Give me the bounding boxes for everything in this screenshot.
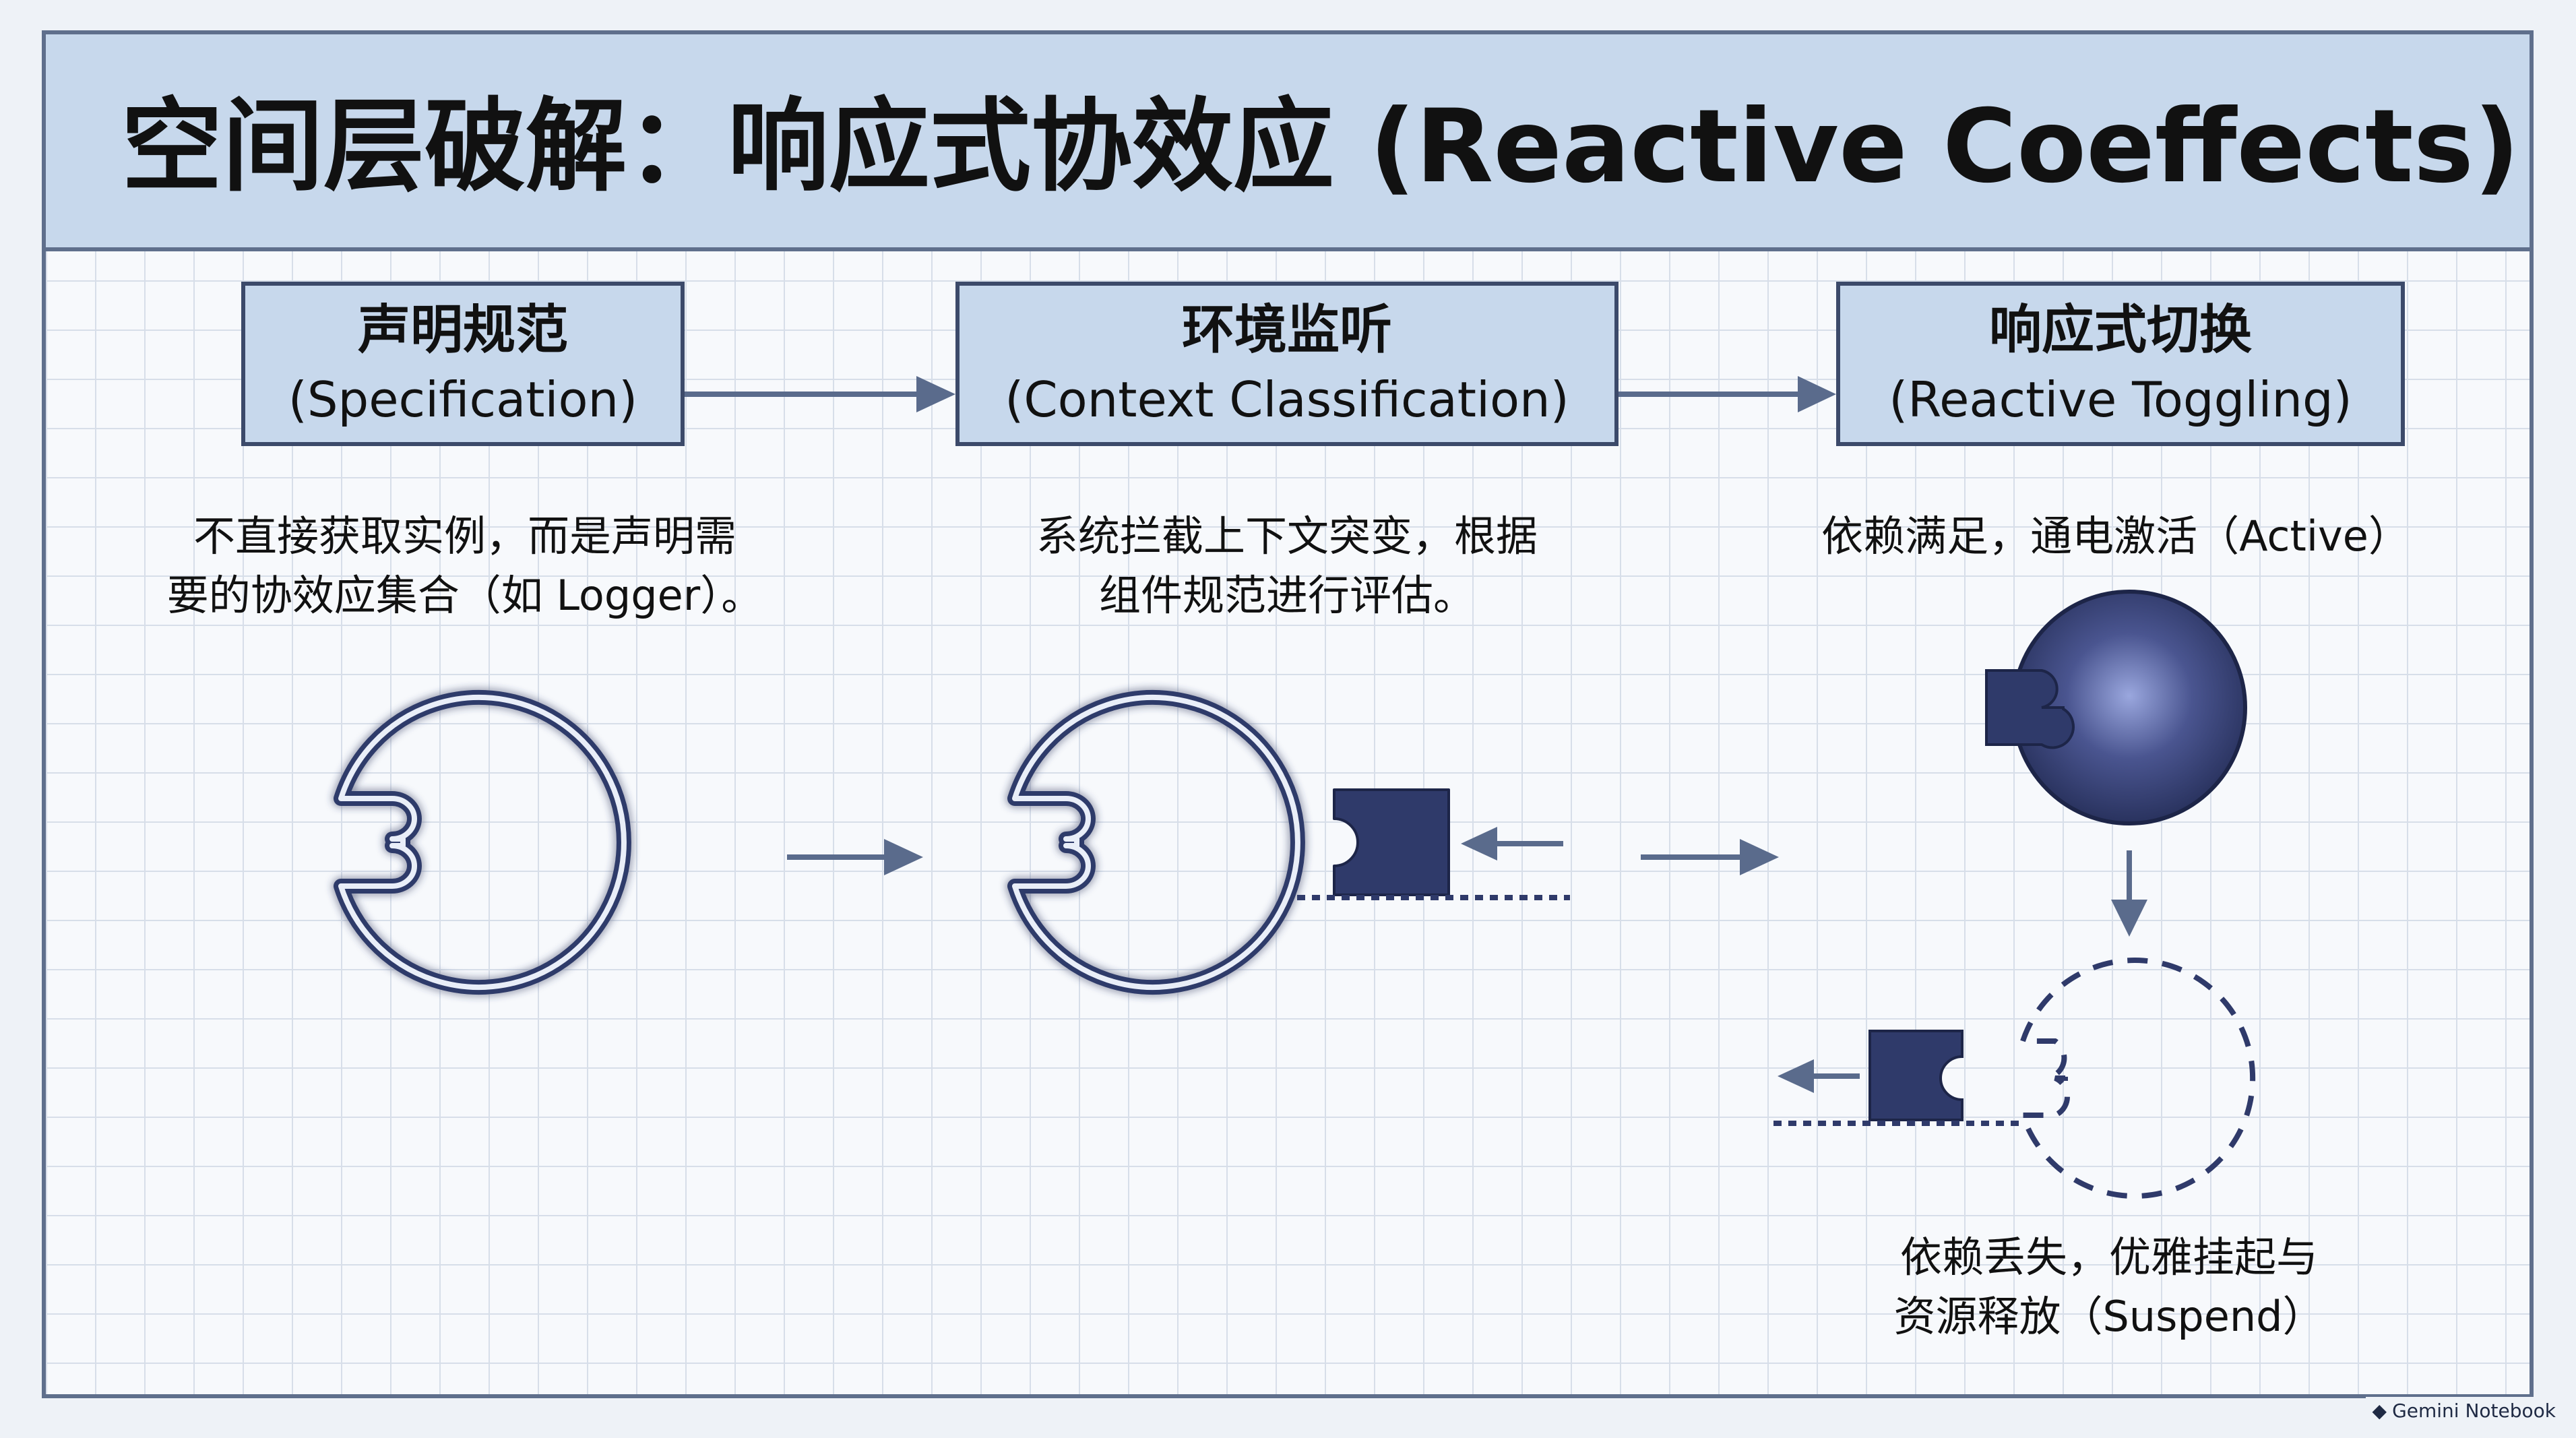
dependency-block-released xyxy=(1868,1030,1964,1121)
title-bar: 空间层破解：响应式协效应 (Reactive Coeffects) xyxy=(46,34,2530,251)
description-line: 不直接获取实例，而是声明需 xyxy=(193,511,736,561)
step-title-en: (Context Classification) xyxy=(1005,371,1569,428)
step-title-zh: 声明规范 xyxy=(357,300,568,361)
notebook-icon: ◆ xyxy=(2372,1400,2387,1422)
incoming-arrow xyxy=(1461,827,1563,861)
active-component-sphere xyxy=(1985,590,2247,825)
description-line: 系统拦截上下文突变，根据 xyxy=(1036,511,1538,561)
empty-component-ring xyxy=(334,690,631,995)
description-line: 依赖满足，通电激活（Active） xyxy=(1821,511,2410,561)
step-box-context-classification: 环境监听 (Context Classification) xyxy=(955,282,1619,446)
dependency-block-incoming xyxy=(1333,788,1450,896)
gemini-notebook-badge: ◆ Gemini Notebook xyxy=(2365,1397,2563,1425)
description-line: 依赖丢失，优雅挂起与 xyxy=(1899,1232,2318,1282)
badge-label: Gemini Notebook xyxy=(2392,1400,2556,1422)
release-arrow xyxy=(1778,1059,1860,1093)
suspend-description: 依赖丢失，优雅挂起与 资源释放（Suspend） xyxy=(1873,1228,2345,1346)
stage-arrow-1 xyxy=(787,839,923,875)
context-component-ring xyxy=(1007,690,1305,995)
description-line: 资源释放（Suspend） xyxy=(1893,1292,2325,1341)
description-line: 要的协效应集合（如 Logger）。 xyxy=(166,571,763,620)
flow-arrow-spec-to-context xyxy=(685,376,955,412)
down-arrow xyxy=(2111,850,2147,937)
step-box-specification: 声明规范 (Specification) xyxy=(241,282,685,446)
step-title-zh: 环境监听 xyxy=(1181,300,1392,361)
description-line: 组件规范进行评估。 xyxy=(1098,571,1475,620)
step-box-reactive-toggling: 响应式切换 (Reactive Toggling) xyxy=(1836,282,2405,446)
stage-arrow-2 xyxy=(1641,839,1779,875)
page-title: 空间层破解：响应式协效应 (Reactive Coeffects) xyxy=(121,88,2520,206)
suspended-component-ring xyxy=(2019,958,2256,1199)
flow-arrow-context-to-toggling xyxy=(1619,376,1836,412)
step-title-en: (Specification) xyxy=(288,371,638,428)
step-title-zh: 响应式切换 xyxy=(1988,300,2252,361)
step-title-en: (Reactive Toggling) xyxy=(1889,371,2352,428)
step-description-context: 系统拦截上下文突变，根据 组件规范进行评估。 xyxy=(984,507,1590,625)
step-description-specification: 不直接获取实例，而是声明需 要的协效应集合（如 Logger）。 xyxy=(135,507,795,625)
step-description-active: 依赖满足，通电激活（Active） xyxy=(1792,507,2439,566)
